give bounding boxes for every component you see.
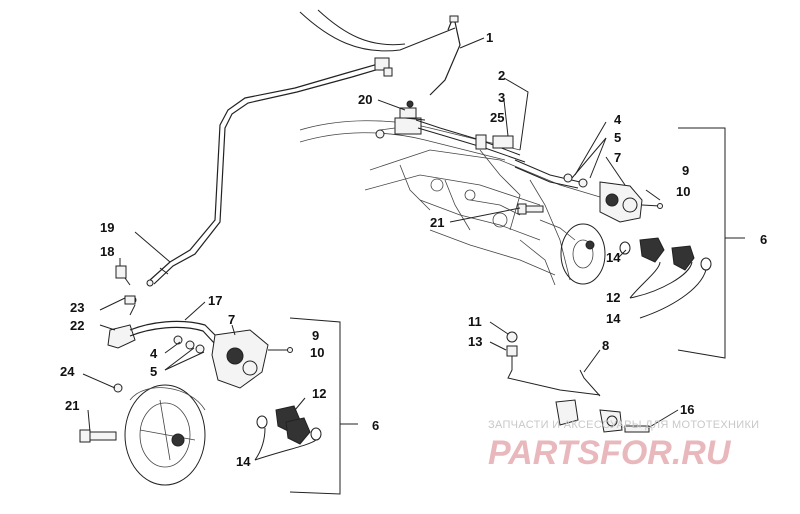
callout-9-upper: 9	[682, 163, 689, 178]
callout-9-lower: 9	[312, 328, 319, 343]
chassis-upper-right	[364, 149, 611, 286]
callout-20: 20	[358, 92, 372, 107]
callout-21-lower: 21	[65, 398, 79, 413]
callout-19: 19	[100, 220, 114, 235]
callout-12-lower: 12	[312, 386, 326, 401]
callout-10-lower: 10	[310, 345, 324, 360]
callout-10-upper: 10	[676, 184, 690, 199]
callout-17: 17	[208, 293, 222, 308]
callout-22: 22	[70, 318, 84, 333]
callout-1: 1	[486, 30, 493, 45]
bracket-3	[475, 134, 514, 150]
callout-14-upper-b: 14	[606, 311, 621, 326]
callout-16: 16	[680, 402, 694, 417]
callout-2: 2	[498, 68, 505, 83]
callout-21-upper: 21	[430, 215, 444, 230]
leader-lines	[82, 37, 707, 461]
callout-13: 13	[468, 334, 482, 349]
watermark-brand: PARTSFOR.RU	[488, 434, 732, 472]
bolt-21-upper	[517, 203, 544, 215]
callout-bracket-6-lower	[289, 317, 358, 495]
callout-4-lower: 4	[150, 346, 158, 361]
callout-bracket-6-upper	[677, 127, 745, 359]
lower-right-assembly	[506, 331, 650, 433]
callout-11: 11	[468, 314, 482, 329]
callout-18: 18	[100, 244, 114, 259]
callout-12-upper: 12	[606, 290, 620, 305]
callout-23: 23	[70, 300, 84, 315]
callout-25: 25	[490, 110, 504, 125]
brake-pads-upper	[619, 237, 712, 271]
callout-14-upper-a: 14	[606, 250, 621, 265]
caliper-upper	[514, 159, 663, 223]
callout-8: 8	[602, 338, 609, 353]
callout-5-lower: 5	[150, 364, 157, 379]
watermark: ЗАПЧАСТИ И АКСЕССУАРЫ ДЛЯ МОТОТЕХНИКИ PA…	[488, 419, 759, 472]
callout-6-upper: 6	[760, 232, 767, 247]
callout-4-upper: 4	[614, 112, 622, 127]
callout-3: 3	[498, 90, 505, 105]
brake-line-upper	[146, 15, 461, 287]
callout-24: 24	[60, 364, 75, 379]
callout-5-upper: 5	[614, 130, 621, 145]
callout-numbers: 1 2 3 4 5 7 9 10 6 20 25 21 14 12 14 19 …	[60, 30, 767, 469]
lower-left-assembly	[79, 265, 322, 486]
callout-14-lower: 14	[236, 454, 251, 469]
watermark-tagline: ЗАПЧАСТИ И АКСЕССУАРЫ ДЛЯ МОТОТЕХНИКИ	[488, 419, 759, 431]
callout-7-lower: 7	[228, 312, 235, 327]
callout-6-lower: 6	[372, 418, 379, 433]
frame-tube-lines	[299, 9, 521, 161]
line-clamp-cluster	[375, 100, 526, 163]
callout-7-upper: 7	[614, 150, 621, 165]
